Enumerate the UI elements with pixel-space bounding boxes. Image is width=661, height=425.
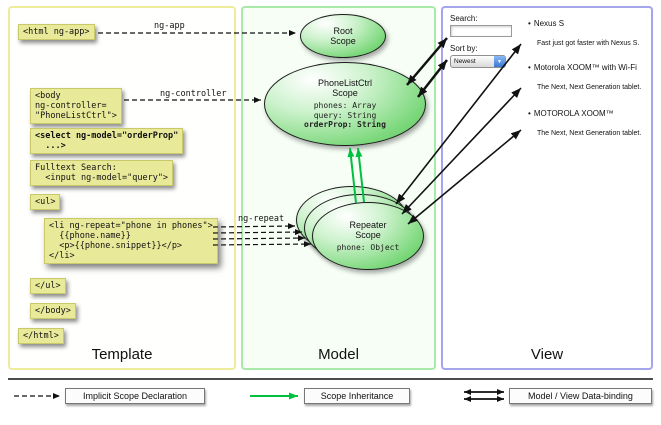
- code-select-ng-model: <select ng-model="orderProp" ...>: [30, 128, 184, 154]
- code-body-close: </body>: [30, 303, 76, 319]
- phone-list-item: •Motorola XOOM™ with Wi-Fi The Next, Nex…: [528, 63, 652, 92]
- phonelistctrl-scope-props: phones: Array query: String: [313, 101, 377, 120]
- root-scope-title: Root Scope: [330, 26, 356, 46]
- template-column-label: Template: [91, 346, 153, 363]
- phone-name: •MOTOROLA XOOM™: [528, 109, 652, 119]
- code-fulltext-search: Fulltext Search: <input ng-model="query"…: [30, 160, 174, 186]
- repeater-scope-title: Repeater Scope: [349, 219, 387, 240]
- legend-implicit-scope-declaration: Implicit Scope Declaration: [65, 388, 205, 404]
- code-ul-close: </ul>: [30, 278, 66, 294]
- code-ul-open: <ul>: [30, 194, 61, 210]
- code-li-ng-repeat: <li ng-repeat="phone in phones"> {{phone…: [44, 218, 218, 264]
- bullet-icon: •: [528, 109, 531, 118]
- search-input[interactable]: [450, 25, 512, 37]
- phonelistctrl-scope-orderprop: orderProp: String: [304, 120, 386, 130]
- bullet-icon: •: [528, 19, 531, 28]
- phone-snippet: The Next, Next Generation tablet.: [537, 130, 642, 137]
- chevron-down-icon: ▼: [494, 56, 505, 67]
- phone-name: •Nexus S: [528, 19, 652, 29]
- phone-snippet: Fast just got faster with Nexus S.: [537, 40, 640, 47]
- sort-label: Sort by:: [450, 44, 478, 53]
- phone-name-text: MOTOROLA XOOM™: [533, 109, 614, 118]
- phonelistctrl-scope-ellipse: PhoneListCtrl Scope phones: Array query:…: [264, 62, 426, 146]
- ng-controller-arrow-label: ng-controller: [160, 89, 227, 99]
- ng-repeat-arrow-label: ng-repeat: [238, 214, 285, 224]
- legend-scope-inheritance: Scope Inheritance: [304, 388, 410, 404]
- ng-app-arrow-label: ng-app: [154, 21, 185, 31]
- phone-name-text: Motorola XOOM™ with Wi-Fi: [533, 63, 637, 72]
- model-column-label: Model: [318, 346, 359, 363]
- sort-dropdown-value: Newest: [454, 58, 476, 65]
- root-scope-ellipse: Root Scope: [300, 14, 386, 58]
- phone-name: •Motorola XOOM™ with Wi-Fi: [528, 63, 652, 73]
- code-body-open: <body ng-controller= "PhoneListCtrl">: [30, 88, 122, 124]
- phone-snippet: The Next, Next Generation tablet.: [537, 84, 642, 91]
- search-label: Search:: [450, 14, 478, 23]
- sort-dropdown[interactable]: Newest ▼: [450, 55, 506, 68]
- phone-list-item: •MOTOROLA XOOM™ The Next, Next Generatio…: [528, 109, 652, 138]
- phone-list-item: •Nexus S Fast just got faster with Nexus…: [528, 19, 652, 48]
- legend-model-view-data-binding: Model / View Data-binding: [509, 388, 652, 404]
- view-column-label: View: [530, 346, 564, 363]
- repeater-scope-prop: phone: Object: [336, 242, 400, 252]
- repeater-scope-ellipse: Repeater Scope phone: Object: [312, 202, 424, 270]
- phone-name-text: Nexus S: [533, 19, 565, 28]
- phonelistctrl-scope-title: PhoneListCtrl Scope: [317, 78, 373, 99]
- code-html-open: <html ng-app>: [18, 24, 95, 40]
- bullet-icon: •: [528, 63, 531, 72]
- code-html-close: </html>: [18, 328, 64, 344]
